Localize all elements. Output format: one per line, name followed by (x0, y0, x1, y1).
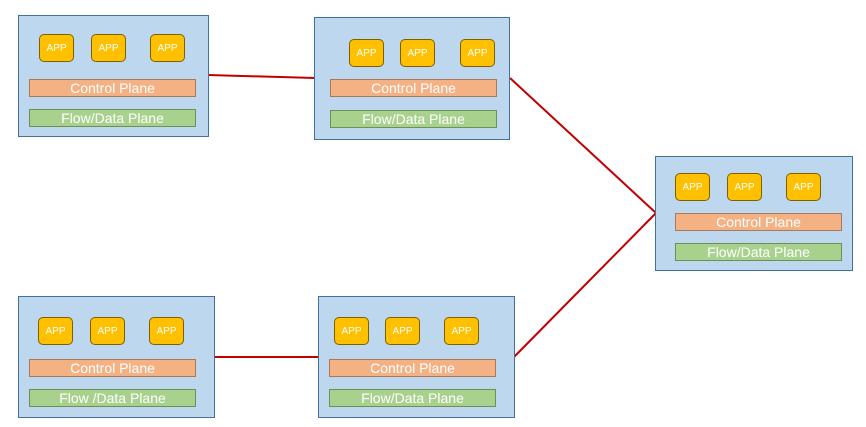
flow-data-plane-bar: Flow /Data Plane (29, 389, 196, 407)
network-node-4: APP APP APP Control Plane Flow /Data Pla… (18, 296, 215, 418)
link-node2-node3 (509, 77, 657, 214)
app-box: APP (385, 317, 420, 345)
app-box: APP (38, 317, 73, 345)
control-plane-bar: Control Plane (675, 213, 842, 231)
control-plane-bar: Control Plane (29, 359, 196, 377)
app-box: APP (39, 34, 74, 62)
flow-data-plane-bar: Flow/Data Plane (29, 109, 196, 127)
app-box: APP (675, 173, 710, 201)
flow-data-plane-bar: Flow/Data Plane (330, 110, 497, 128)
control-plane-bar: Control Plane (29, 79, 196, 97)
network-node-1: APP APP APP Control Plane Flow/Data Plan… (18, 15, 209, 137)
app-box: APP (349, 39, 384, 67)
app-box: APP (91, 34, 126, 62)
network-node-2: APP APP APP Control Plane Flow/Data Plan… (314, 17, 510, 140)
network-node-5: APP APP APP Control Plane Flow/Data Plan… (318, 296, 515, 418)
app-box: APP (149, 317, 184, 345)
flow-data-plane-bar: Flow/Data Plane (329, 389, 496, 407)
link-node1-node2 (207, 74, 316, 79)
control-plane-bar: Control Plane (330, 79, 497, 97)
network-node-3: APP APP APP Control Plane Flow/Data Plan… (655, 156, 853, 271)
app-box: APP (150, 34, 185, 62)
app-box: APP (727, 173, 762, 201)
app-box: APP (444, 317, 479, 345)
app-box: APP (90, 317, 125, 345)
app-box: APP (460, 39, 495, 67)
app-box: APP (334, 317, 369, 345)
app-box: APP (400, 39, 435, 67)
app-box: APP (786, 173, 821, 201)
flow-data-plane-bar: Flow/Data Plane (675, 243, 842, 261)
control-plane-bar: Control Plane (329, 359, 496, 377)
link-node5-node3 (513, 212, 657, 358)
